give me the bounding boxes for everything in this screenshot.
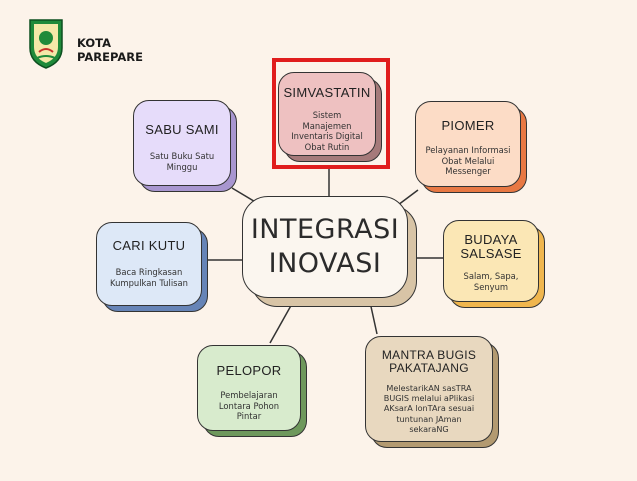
node-title: PIOMER bbox=[441, 118, 495, 133]
node-simvastatin: SIMVASTATIN Sistem Manajemen Inventaris … bbox=[278, 72, 382, 162]
center-node-integrasi-inovasi: INTEGRASI INOVASI bbox=[242, 196, 417, 307]
node-title: SIMVASTATIN bbox=[283, 85, 371, 100]
node-description: Pembelajaran Lontara Pohon Pintar bbox=[218, 390, 280, 421]
node-title: MANTRA BUGIS PAKATAJANG bbox=[381, 348, 477, 375]
node-description: Sistem Manajemen Inventaris Digital Obat… bbox=[291, 110, 363, 152]
node-cari-kutu: CARI KUTU Baca Ringkasan Kumpulkan Tulis… bbox=[96, 222, 208, 312]
node-title: PELOPOR bbox=[216, 363, 282, 378]
node-pelopor: PELOPOR Pembelajaran Lontara Pohon Pinta… bbox=[197, 345, 307, 437]
center-title-line1: INTEGRASI bbox=[250, 214, 400, 245]
node-title: CARI KUTU bbox=[112, 238, 186, 253]
node-budaya-salsase: BUDAYA SALSASE Salam, Sapa, Senyum bbox=[443, 220, 545, 308]
node-card: CARI KUTU Baca Ringkasan Kumpulkan Tulis… bbox=[96, 222, 202, 306]
node-description: Baca Ringkasan Kumpulkan Tulisan bbox=[110, 267, 188, 288]
highlight-frame bbox=[272, 58, 390, 169]
node-description: Salam, Sapa, Senyum bbox=[463, 271, 519, 292]
brand-line1: KOTA bbox=[77, 36, 112, 50]
node-card: PIOMER Pelayanan Informasi Obat Melalui … bbox=[415, 101, 521, 187]
node-card: SABU SAMI Satu Buku Satu Minggu bbox=[133, 100, 231, 186]
node-card: BUDAYA SALSASE Salam, Sapa, Senyum bbox=[443, 220, 539, 302]
node-title: BUDAYA SALSASE bbox=[460, 232, 522, 261]
node-description: Pelayanan Informasi Obat Melalui Messeng… bbox=[425, 145, 511, 176]
node-mantra-bugis-pakatajang: MANTRA BUGIS PAKATAJANG MelestarikAN sas… bbox=[365, 336, 499, 448]
center-title-line2: INOVASI bbox=[268, 248, 382, 279]
node-sabu-sami: SABU SAMI Satu Buku Satu Minggu bbox=[133, 100, 237, 192]
node-description: MelestarikAN sasTRA BUGIS melalui aPlika… bbox=[383, 383, 475, 434]
node-title: SABU SAMI bbox=[145, 122, 219, 137]
connector-pelopor bbox=[269, 301, 294, 344]
center-card: INTEGRASI INOVASI bbox=[242, 196, 408, 298]
node-card: SIMVASTATIN Sistem Manajemen Inventaris … bbox=[278, 72, 376, 156]
node-description: Satu Buku Satu Minggu bbox=[149, 151, 215, 172]
kota-parepare-logo-icon bbox=[29, 19, 63, 69]
node-card: MANTRA BUGIS PAKATAJANG MelestarikAN sas… bbox=[365, 336, 493, 442]
node-card: PELOPOR Pembelajaran Lontara Pohon Pinta… bbox=[197, 345, 301, 431]
node-piomer: PIOMER Pelayanan Informasi Obat Melalui … bbox=[415, 101, 527, 193]
connector-mantra-bugis bbox=[369, 301, 378, 335]
brand-line2: PAREPARE bbox=[77, 50, 143, 64]
brand-name: KOTA PAREPARE bbox=[77, 36, 143, 64]
